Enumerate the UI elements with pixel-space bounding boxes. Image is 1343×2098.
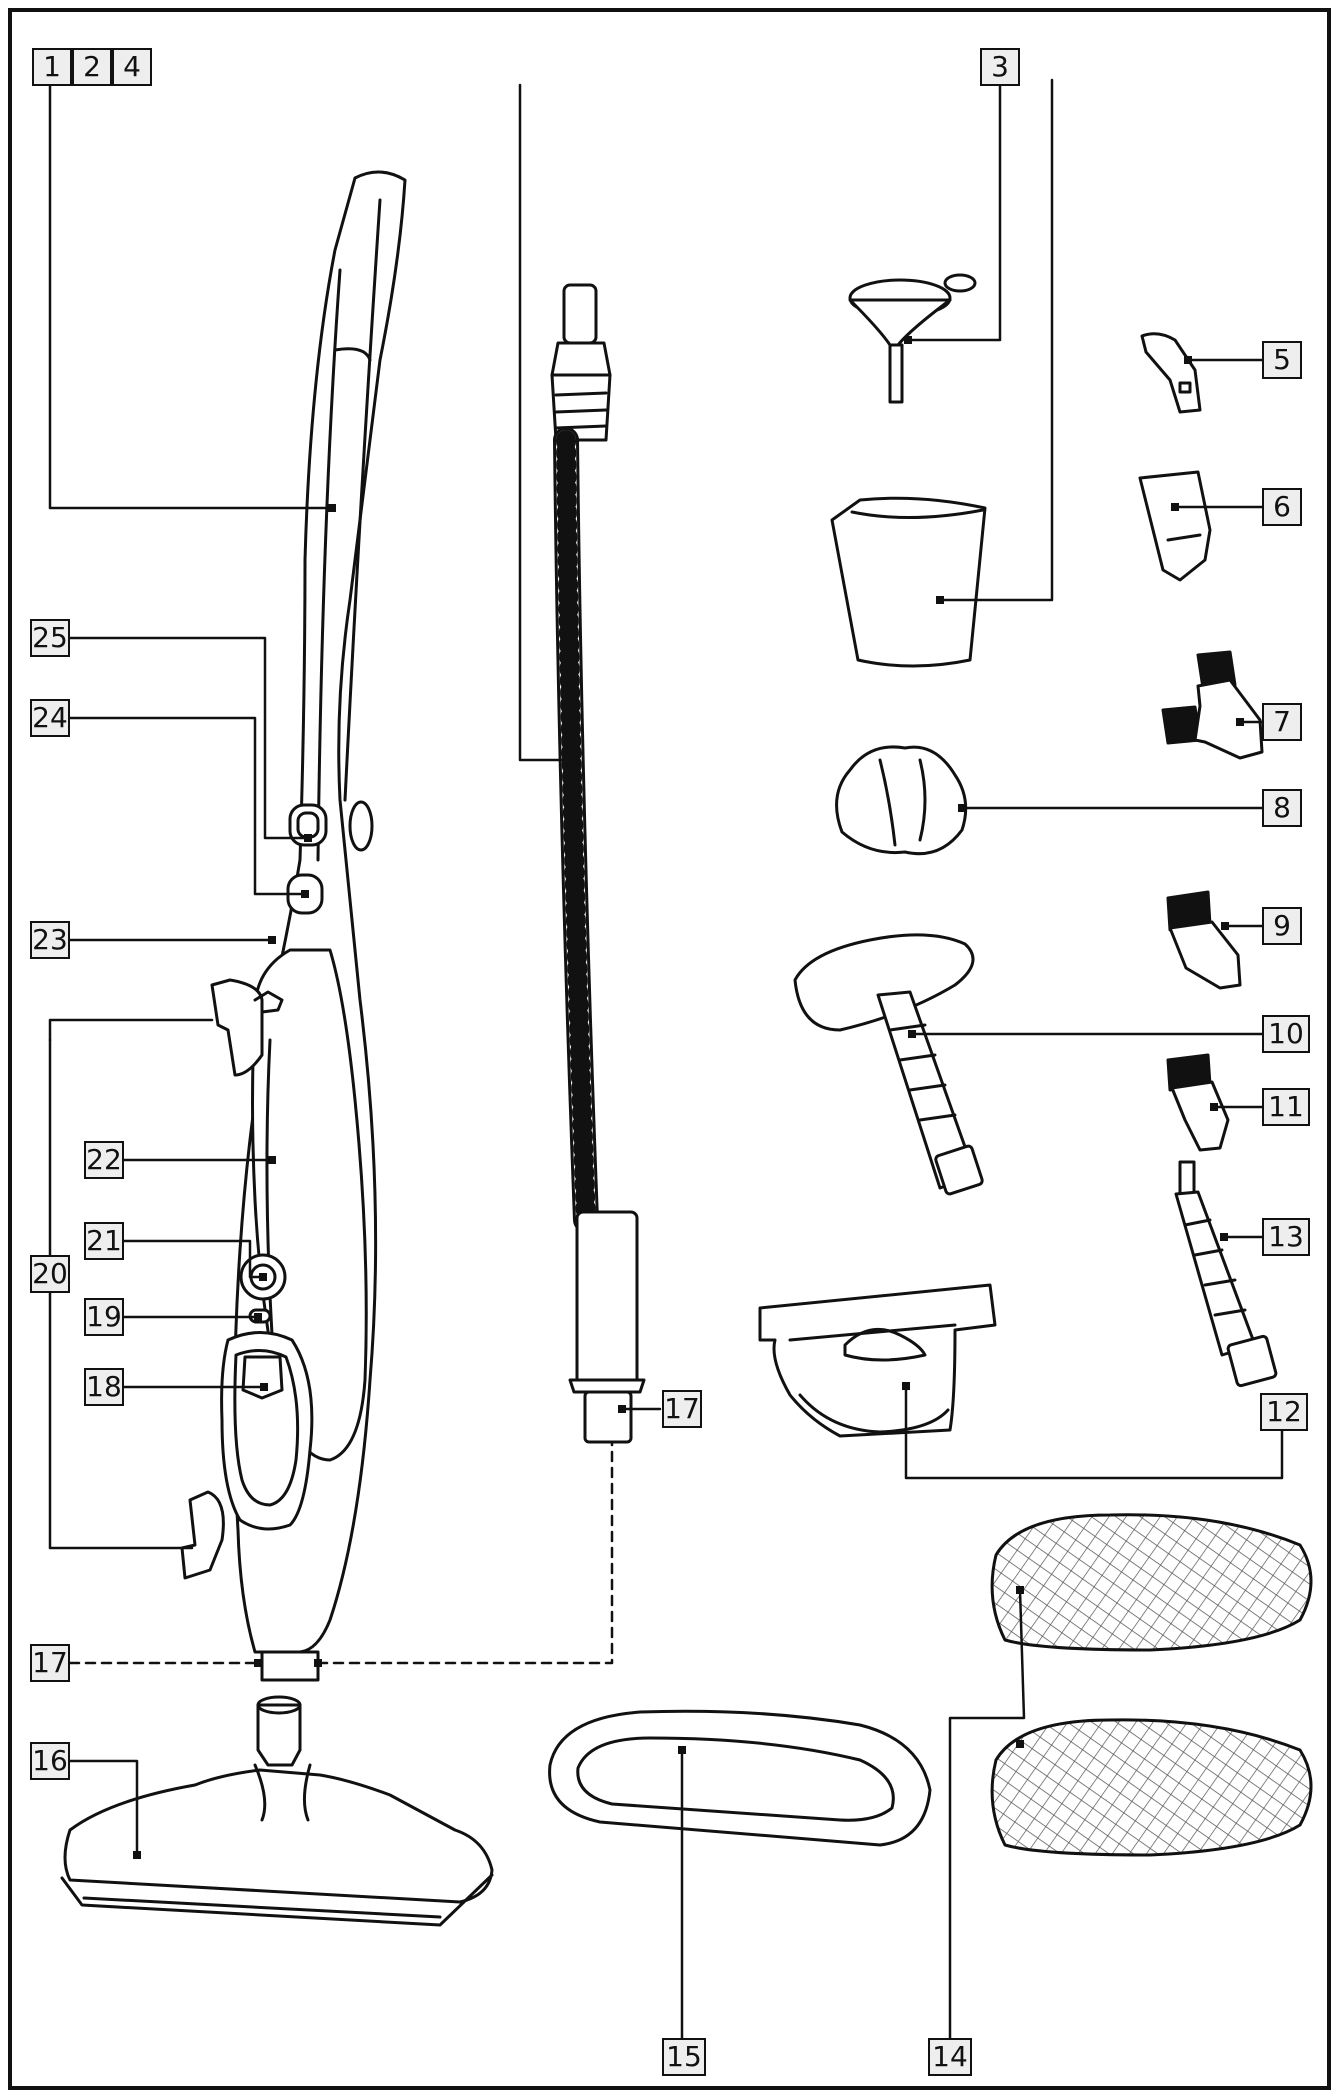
- small-brush-icon: [1166, 1053, 1230, 1152]
- extension-nozzle-icon: [1174, 1160, 1278, 1388]
- angled-nozzle-icon: [1140, 332, 1202, 414]
- cloth-icon: [835, 745, 968, 856]
- window-cleaner-icon: [793, 933, 984, 1196]
- label-8: 8: [1262, 789, 1302, 827]
- label-3: 3: [980, 48, 1020, 86]
- label-22: 22: [84, 1141, 124, 1179]
- label-16: 16: [30, 1742, 70, 1780]
- label-9: 9: [1262, 907, 1302, 945]
- double-brush-icon: [1161, 650, 1264, 760]
- funnel-icon: [848, 273, 977, 404]
- flat-nozzle-icon: [1138, 470, 1212, 582]
- label-13: 13: [1262, 1218, 1310, 1256]
- flexible-hose-icon: [550, 283, 646, 1444]
- mop-frame-icon: [548, 1709, 932, 1847]
- label-11: 11: [1262, 1088, 1310, 1126]
- label-17-bottom: 17: [30, 1644, 70, 1682]
- leader-lines: [48, 68, 1284, 2040]
- label-14: 14: [928, 2038, 972, 2076]
- label-17-hose: 17: [662, 1390, 702, 1428]
- steam-mop-body-icon: [180, 170, 407, 1682]
- label-1: 1: [32, 48, 72, 86]
- round-brush-icon: [1166, 890, 1242, 990]
- label-2: 2: [72, 48, 112, 86]
- label-21: 21: [84, 1222, 124, 1260]
- label-10: 10: [1262, 1015, 1310, 1053]
- microfibre-pads-icon: [990, 1513, 1313, 1857]
- pad-holder-icon: [758, 1283, 997, 1438]
- label-6: 6: [1262, 488, 1302, 526]
- label-23: 23: [30, 921, 70, 959]
- measuring-cup-icon: [830, 496, 987, 668]
- leader-dots: [133, 336, 1244, 1859]
- label-24: 24: [30, 699, 70, 737]
- label-12: 12: [1260, 1393, 1308, 1431]
- label-15: 15: [662, 2038, 706, 2076]
- label-7: 7: [1262, 703, 1302, 741]
- label-20: 20: [30, 1255, 70, 1293]
- floor-head-icon: [60, 1695, 494, 1927]
- label-5: 5: [1262, 341, 1302, 379]
- label-19: 19: [84, 1298, 124, 1336]
- label-4: 4: [112, 48, 152, 86]
- label-25: 25: [30, 619, 70, 657]
- label-18: 18: [84, 1368, 124, 1406]
